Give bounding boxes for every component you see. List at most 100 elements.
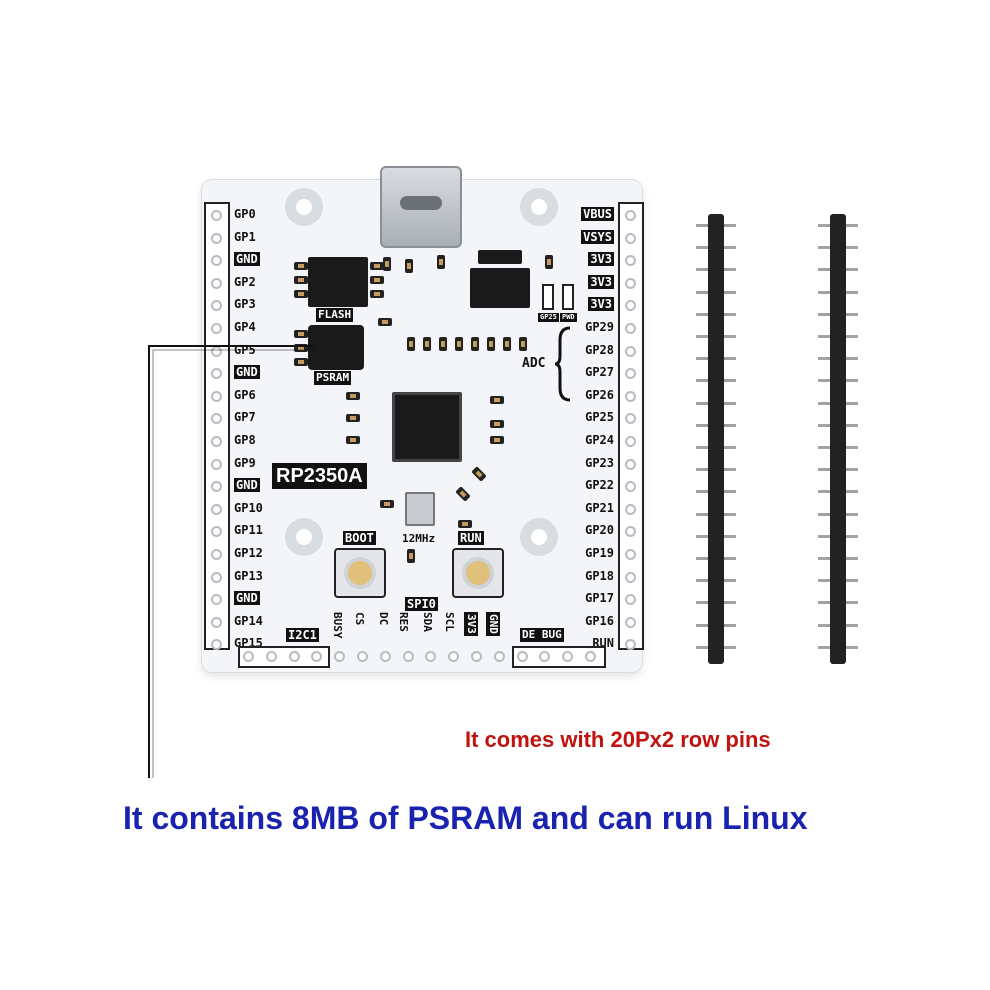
right-pin-label: VBUS	[581, 207, 614, 221]
debug-label: DE BUG	[520, 628, 564, 642]
mount-hole-top-left	[285, 188, 323, 226]
mount-hole-bottom-left	[285, 518, 323, 556]
adc-brace	[554, 326, 571, 402]
left-pin-label: GP11	[234, 523, 263, 538]
left-pin-label: GP4	[234, 320, 256, 334]
pin-hole	[625, 571, 636, 583]
pin-header-strip-2	[818, 214, 858, 664]
pin-hole	[625, 300, 636, 312]
regulator-tab	[478, 250, 522, 264]
bottom-pin-label: GND	[486, 612, 500, 636]
bottom-pin-hole	[448, 651, 460, 662]
spi-label: SPI0	[405, 597, 438, 611]
pin-hole	[211, 616, 222, 628]
right-pin-label: GP28	[585, 342, 614, 357]
run-label: RUN	[458, 531, 484, 545]
flash-label: FLASH	[316, 308, 354, 322]
bottom-pin-label: RES	[397, 612, 410, 632]
right-pin-label: VSYS	[581, 229, 614, 244]
psram-chip	[308, 325, 364, 370]
run-button[interactable]	[452, 548, 504, 598]
left-pin-label: GP13	[234, 568, 263, 583]
pin-hole	[625, 345, 636, 357]
bottom-pin-hole	[539, 651, 551, 662]
pin-hole	[211, 594, 222, 606]
bottom-pin-hole	[562, 651, 574, 662]
pin-hole	[211, 323, 222, 334]
right-pin-strip	[618, 202, 644, 651]
left-pin-label: GP14	[234, 613, 263, 628]
pin-hole	[211, 639, 222, 651]
pin-hole	[625, 481, 636, 493]
pin-hole	[625, 210, 636, 221]
boot-label: BOOT	[343, 531, 376, 545]
pin-hole	[625, 503, 636, 515]
right-pin-label: GP25	[585, 410, 614, 425]
crystal	[405, 492, 435, 526]
pin-hole	[625, 390, 636, 402]
bottom-pin-hole	[516, 651, 528, 662]
right-pin-label: GP19	[585, 546, 614, 560]
left-pin-label: GND	[234, 478, 260, 493]
led-label-gp25: GP25	[538, 313, 559, 322]
left-pin-label: GP9	[234, 455, 256, 470]
psram-caption: It contains 8MB of PSRAM and can run Lin…	[123, 800, 808, 836]
right-pin-label: 3V3	[588, 252, 614, 267]
bottom-pin-hole	[243, 651, 254, 662]
right-pin-label: 3V3	[588, 274, 614, 289]
left-pin-label: GP12	[234, 546, 263, 560]
bottom-pin-label: BUSY	[331, 612, 344, 639]
bottom-pin-hole	[265, 651, 277, 662]
pin-hole	[625, 323, 636, 334]
bottom-pin-label: SCL	[443, 612, 456, 632]
pin-hole	[625, 639, 636, 651]
bottom-pin-hole	[334, 651, 346, 662]
left-pin-label: GP10	[234, 500, 263, 515]
bottom-pin-hole	[379, 651, 391, 662]
pin-hole	[211, 255, 222, 267]
debug-header	[512, 646, 606, 668]
right-pin-label: GP24	[585, 433, 614, 447]
bottom-pin-hole	[425, 651, 437, 662]
bottom-pin-hole	[311, 651, 323, 662]
pin-hole	[625, 232, 636, 244]
bottom-pin-label: CS	[353, 612, 366, 626]
right-pin-label: 3V3	[588, 297, 614, 312]
pin-hole	[211, 368, 222, 380]
right-pin-label: GP16	[585, 613, 614, 628]
mount-hole-bottom-right	[520, 518, 558, 556]
pin-hole	[211, 232, 222, 244]
crystal-label: 12MHz	[402, 532, 436, 545]
pin-hole	[211, 436, 222, 447]
left-pin-label: GP1	[234, 229, 256, 244]
right-pin-label: GP29	[585, 320, 614, 334]
left-pin-label: GP6	[234, 387, 256, 402]
left-pin-label: GND	[234, 252, 260, 267]
pin-hole	[625, 549, 636, 560]
right-pin-label: GP23	[585, 455, 614, 470]
bottom-pin-hole	[471, 651, 482, 662]
left-pin-label: GND	[234, 591, 260, 606]
pin-hole	[625, 436, 636, 447]
right-pin-label: GP22	[585, 478, 614, 493]
pin-hole	[625, 255, 636, 267]
rp2350a-mcu-chip	[392, 392, 462, 462]
left-pin-strip	[204, 202, 230, 651]
right-pin-label: GP18	[585, 568, 614, 583]
right-pin-label: GP20	[585, 523, 614, 538]
right-pin-label: GP27	[585, 365, 614, 380]
boot-button[interactable]	[334, 548, 386, 598]
pin-hole	[211, 571, 222, 583]
right-pin-label: GP17	[585, 591, 614, 606]
left-pin-label: GP8	[234, 433, 256, 447]
psram-callout-line	[148, 345, 315, 778]
left-pin-label: GP7	[234, 410, 256, 425]
chip-name-label: RP2350A	[272, 463, 367, 489]
pin-hole	[211, 300, 222, 312]
i2c-label: I2C1	[286, 628, 319, 642]
usb-c-connector	[380, 166, 462, 248]
left-pin-label: GND	[234, 365, 260, 380]
bottom-pin-hole	[493, 651, 505, 662]
pin-hole	[625, 458, 636, 470]
adc-label: ADC	[522, 356, 546, 371]
